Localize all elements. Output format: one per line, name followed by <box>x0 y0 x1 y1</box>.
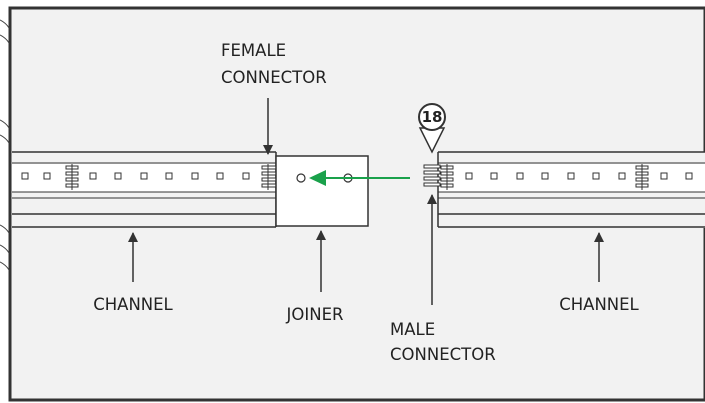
cut-mark-right <box>635 164 649 190</box>
female-connector-label-line2: CONNECTOR <box>221 68 327 87</box>
wall-edge <box>0 19 10 271</box>
channel-left-label: CHANNEL <box>93 295 173 314</box>
leader-arrows <box>128 98 604 305</box>
strip-end-pads <box>440 164 454 190</box>
step-marker-icon: 18 <box>418 103 446 154</box>
right-channel <box>437 151 705 228</box>
joiner-hole-left <box>296 173 306 183</box>
male-connector-label-line1: MALE <box>390 320 435 339</box>
joiner-block <box>275 155 369 227</box>
cut-mark-left <box>65 164 79 190</box>
male-connector-label-line2: CONNECTOR <box>390 345 496 364</box>
left-channel <box>12 151 277 228</box>
led-strip-right <box>465 172 693 180</box>
male-connector-pins <box>423 164 441 187</box>
joiner-label: JOINER <box>286 305 344 324</box>
channel-right-label: CHANNEL <box>559 295 639 314</box>
insert-arrow-icon <box>309 170 410 186</box>
female-connector-label-line1: FEMALE <box>221 41 286 60</box>
step-number: 18 <box>422 108 443 126</box>
led-strip-left <box>21 172 250 180</box>
